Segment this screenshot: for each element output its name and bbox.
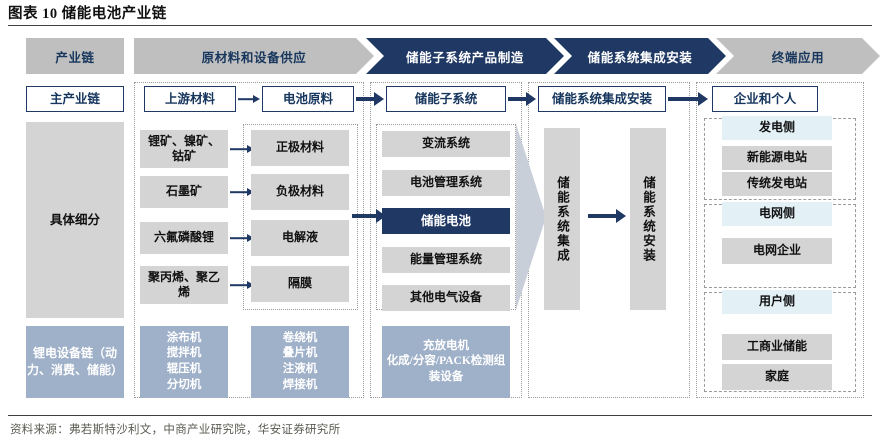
arrow-lithium-to-cathode <box>230 140 254 158</box>
application-group-header-user: 用户侧 <box>722 290 832 314</box>
arrow-integration-to-installation <box>588 208 626 224</box>
row-label-main-chain: 主产业链 <box>26 86 124 112</box>
upstream-material-item[interactable]: 锂矿、镍矿、钴矿 <box>140 130 228 168</box>
upstream-material-item[interactable]: 聚丙烯、聚乙烯 <box>140 266 228 304</box>
main-chain-node-battery-raw-material[interactable]: 电池原料 <box>262 86 354 112</box>
banner-stage-end-application: 终端应用 <box>716 38 880 74</box>
source-note: 资料来源：弗若斯特沙利文，中商产业研究院，华安证券研究所 <box>10 424 341 436</box>
application-item-household[interactable]: 家庭 <box>722 364 832 390</box>
application-item-traditional-plant[interactable]: 传统发电站 <box>722 172 832 196</box>
equipment-cell-electrode[interactable]: 涂布机搅拌机辊压机分切机 <box>140 326 228 398</box>
subsystem-item-storage-battery-highlighted[interactable]: 储能电池 <box>382 208 510 234</box>
banner-stage-system-integration: 储能系统集成安装 <box>554 38 726 74</box>
integration-item-system-installation[interactable]: 储能系统安装 <box>630 128 666 310</box>
main-chain-node-system-integration-install[interactable]: 储能系统集成安装 <box>538 86 666 112</box>
equipment-cell-formation-pack[interactable]: 充放电机化成/分容/PACK检测组装设备 <box>382 326 510 398</box>
subsystem-item-bms[interactable]: 电池管理系统 <box>382 170 510 196</box>
main-chain-node-upstream-materials[interactable]: 上游材料 <box>144 86 236 112</box>
banner-stage-subsystem-manufacturing: 储能子系统产品制造 <box>366 38 564 74</box>
title-divider <box>8 25 872 26</box>
subsystem-item-ems[interactable]: 能量管理系统 <box>382 247 510 273</box>
arrow-graphite-to-anode <box>230 183 254 201</box>
battery-material-item[interactable]: 电解液 <box>251 220 349 256</box>
battery-material-item[interactable]: 负极材料 <box>251 174 349 210</box>
arrow-materials-to-storage-battery <box>352 208 386 224</box>
upstream-material-item[interactable]: 六氟磷酸锂 <box>140 222 228 254</box>
battery-material-item[interactable]: 隔膜 <box>251 266 349 302</box>
row-label-detail: 具体细分 <box>26 122 124 318</box>
application-item-commercial-industrial-storage[interactable]: 工商业储能 <box>722 334 832 360</box>
column-container-raw-materials <box>134 82 364 398</box>
main-chain-node-storage-subsystem[interactable]: 储能子系统 <box>386 86 506 112</box>
arrow-lipf6-to-electrolyte <box>230 229 254 247</box>
subsystem-item-other-electrical[interactable]: 其他电气设备 <box>382 285 510 311</box>
application-item-grid-enterprise[interactable]: 电网企业 <box>722 238 832 264</box>
arrow-subsystem-to-integration <box>508 86 536 112</box>
arrow-polymer-to-separator <box>230 276 254 294</box>
application-item-new-energy-plant[interactable]: 新能源电站 <box>722 146 832 170</box>
application-group-header-grid: 电网侧 <box>722 202 832 226</box>
arrow-raw-to-subsystem <box>356 86 384 112</box>
subsystem-item-converter[interactable]: 变流系统 <box>382 131 510 157</box>
page-title: 图表 10 储能电池产业链 <box>8 6 167 22</box>
upstream-material-item[interactable]: 石墨矿 <box>140 176 228 208</box>
value-chain-banner: 产业链 原材料和设备供应 储能子系统产品制造 储能系统集成安装 终端应用 <box>26 38 872 74</box>
row-label-equipment-chain: 锂电设备链（动力、消费、储能） <box>26 326 124 398</box>
arrow-upstream-to-raw <box>238 86 260 112</box>
main-chain-node-enterprise-individual[interactable]: 企业和个人 <box>712 86 818 112</box>
footer-divider <box>8 415 872 416</box>
column-container-applications <box>696 82 864 398</box>
banner-stage-raw-material-supply: 原材料和设备供应 <box>134 38 374 74</box>
battery-material-item[interactable]: 正极材料 <box>251 130 349 166</box>
integration-item-system-integration[interactable]: 储能系统集成 <box>544 128 580 310</box>
banner-stage-industry-chain: 产业链 <box>26 38 124 74</box>
equipment-cell-assembly[interactable]: 卷绕机叠片机注液机焊接机 <box>251 326 349 398</box>
application-group-header-generation: 发电侧 <box>722 116 832 140</box>
arrow-integration-to-customer <box>668 86 708 112</box>
